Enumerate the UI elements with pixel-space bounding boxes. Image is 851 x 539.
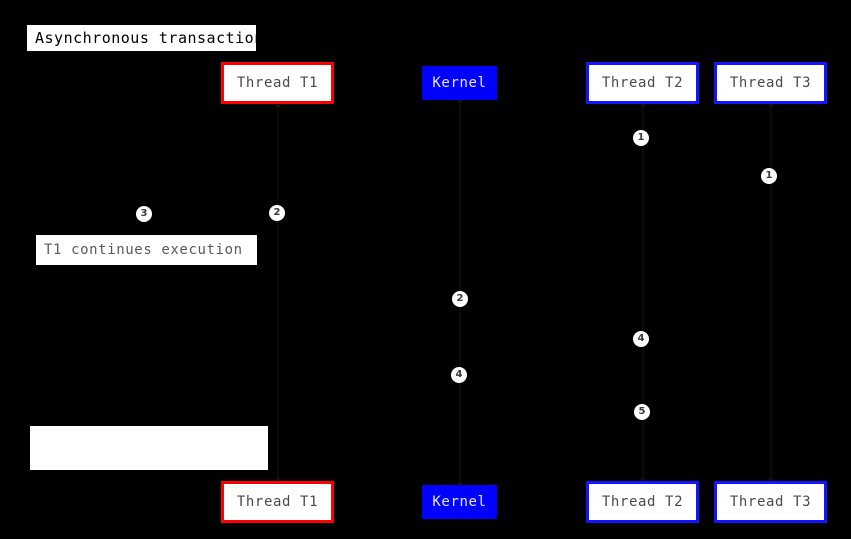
node-label: Thread T3 (729, 494, 812, 510)
diagram-title: Asynchronous transaction (27, 25, 263, 51)
lifeline-head-thread-t1[interactable]: Thread T1 (221, 62, 334, 104)
node-label: Thread T3 (729, 75, 812, 91)
node-label: Kernel (432, 75, 487, 91)
lifeline-tick (640, 478, 645, 481)
step-marker-4: 4 (451, 367, 467, 383)
note-box[interactable]: T1 continues execution (36, 235, 257, 265)
step-marker-2: 2 (452, 291, 468, 307)
lifeline-foot-thread-t1[interactable]: Thread T1 (221, 481, 334, 523)
step-marker-2: 2 (269, 205, 285, 221)
lifeline-thread-t3 (769, 104, 772, 481)
node-label: Thread T2 (601, 75, 684, 91)
step-marker-4: 4 (633, 331, 649, 347)
step-marker-5: 5 (634, 404, 650, 420)
node-label: Thread T2 (601, 494, 684, 510)
step-marker-1: 1 (633, 130, 649, 146)
step-marker-3: 3 (136, 206, 152, 222)
lifeline-tick (275, 478, 280, 481)
lifeline-foot-thread-t3[interactable]: Thread T3 (714, 481, 827, 523)
lifeline-thread-t2 (641, 104, 644, 481)
node-label: Kernel (432, 494, 487, 510)
lifeline-foot-kernel[interactable]: Kernel (422, 485, 497, 519)
note-box-empty[interactable] (30, 426, 268, 470)
lifeline-tick (640, 104, 645, 107)
node-label: Thread T1 (236, 494, 319, 510)
note-text: T1 continues execution (44, 242, 243, 258)
lifeline-head-thread-t3[interactable]: Thread T3 (714, 62, 827, 104)
lifeline-tick (457, 482, 462, 485)
lifeline-tick (275, 104, 280, 107)
lifeline-head-thread-t2[interactable]: Thread T2 (586, 62, 699, 104)
lifeline-tick (768, 104, 773, 107)
lifeline-tick (457, 100, 462, 103)
step-marker-1: 1 (761, 168, 777, 184)
lifeline-thread-t1 (276, 104, 279, 481)
lifeline-head-kernel[interactable]: Kernel (422, 66, 497, 100)
lifeline-foot-thread-t2[interactable]: Thread T2 (586, 481, 699, 523)
lifeline-tick (768, 478, 773, 481)
node-label: Thread T1 (236, 75, 319, 91)
